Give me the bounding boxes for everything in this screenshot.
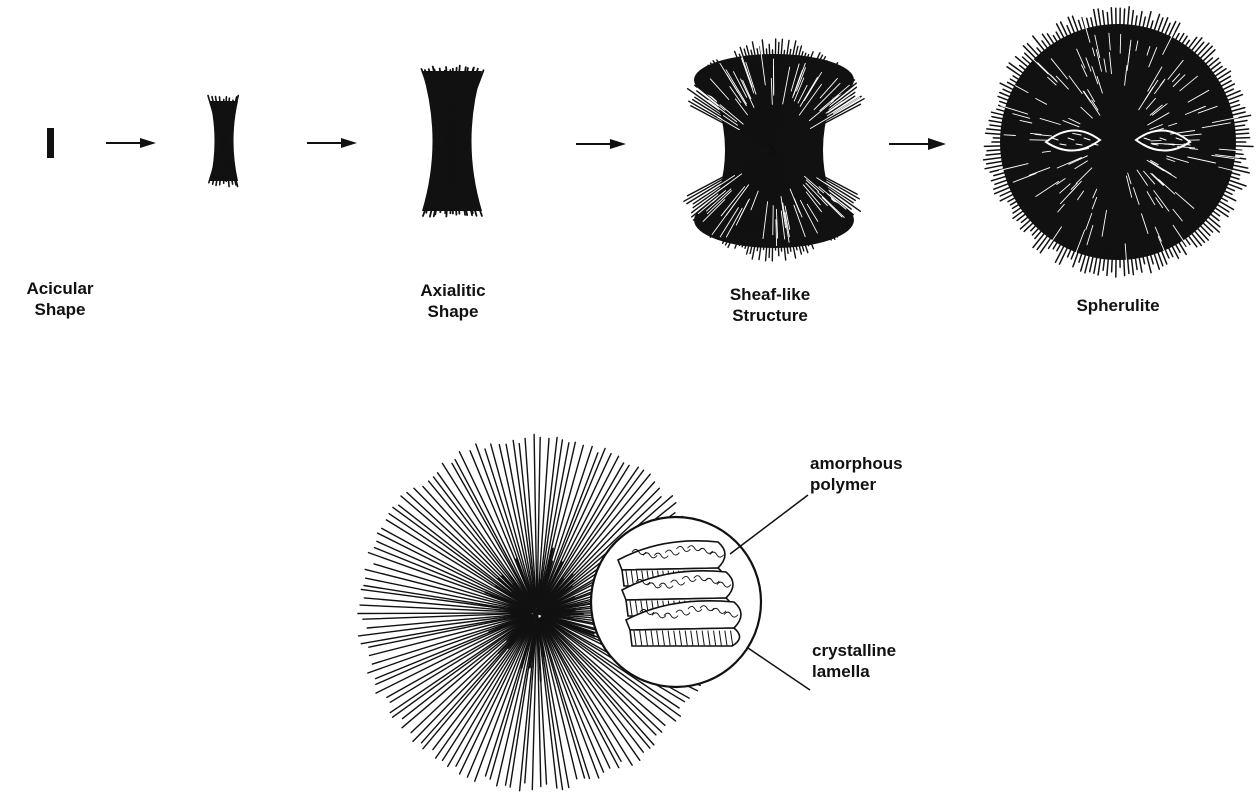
arrow-3 (576, 139, 626, 149)
label-amorphous-line1: amorphous (810, 453, 903, 474)
label-amorphous-line2: polymer (810, 474, 903, 495)
label-axialitic-line1: Axialitic (398, 280, 508, 301)
spherulite-shape (984, 7, 1253, 277)
label-amorphous-polymer: amorphous polymer (810, 453, 903, 495)
early-bundle-shape (208, 96, 238, 187)
arrow-4 (889, 138, 946, 150)
acicular-shape (47, 128, 54, 158)
amorphous-leader-line (730, 495, 808, 554)
label-axialitic-shape: Axialitic Shape (398, 280, 508, 322)
label-crystalline-line2: lamella (812, 661, 896, 682)
label-crystalline-line1: crystalline (812, 640, 896, 661)
label-acicular-line1: Acicular (8, 278, 112, 299)
label-axialitic-line2: Shape (398, 301, 508, 322)
axialitic-shape (422, 66, 484, 217)
label-sheaf-line2: Structure (708, 305, 832, 326)
arrow-2 (307, 138, 357, 148)
growth-sequence (47, 7, 1253, 277)
label-acicular-line2: Shape (8, 299, 112, 320)
sheaf-like-structure (684, 39, 864, 261)
lamella-magnifier (591, 517, 761, 687)
label-sheaf-like-structure: Sheaf-like Structure (708, 284, 832, 326)
spherulite-detail (358, 434, 810, 790)
crystalline-leader-line (748, 648, 810, 690)
label-spherulite: Spherulite (1058, 295, 1178, 316)
label-acicular-shape: Acicular Shape (8, 278, 112, 320)
label-crystalline-lamella: crystalline lamella (812, 640, 896, 682)
label-sheaf-line1: Sheaf-like (708, 284, 832, 305)
label-spherulite-line1: Spherulite (1058, 295, 1178, 316)
lamella-stack (618, 541, 741, 646)
arrow-1 (106, 138, 156, 148)
